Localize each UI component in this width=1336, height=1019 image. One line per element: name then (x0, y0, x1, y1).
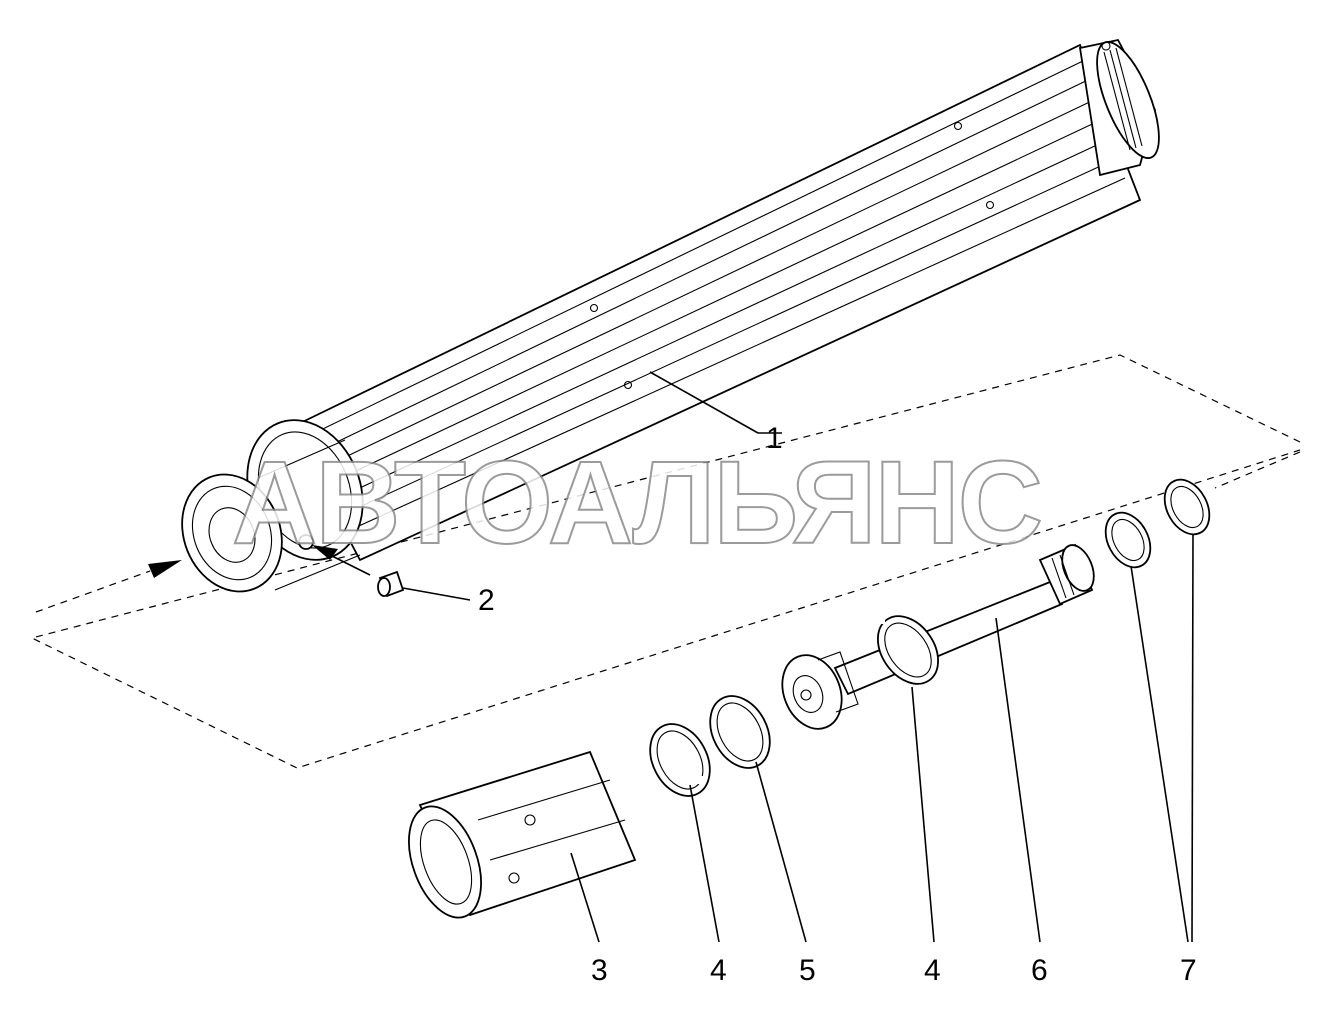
retaining-ring-part-4a (649, 723, 711, 797)
insertion-arrow (35, 560, 182, 613)
splined-shaft-part-1 (181, 38, 1160, 593)
assembly-boundary (30, 354, 1301, 769)
o-rings-part-7 (1104, 478, 1211, 569)
piston-rod-part-6 (781, 543, 1095, 730)
plug-part-2 (312, 545, 405, 598)
label-4a: 4 (710, 954, 727, 987)
label-3: 3 (591, 954, 608, 987)
sleeve-part-3 (408, 750, 637, 919)
watermark-text: АВТОАЛЬЯНС (232, 437, 1041, 569)
label-7: 7 (1180, 954, 1197, 987)
label-6: 6 (1031, 954, 1048, 987)
label-1: 1 (766, 422, 783, 455)
leader-lines (402, 371, 1194, 943)
seal-ring-part-5 (709, 695, 771, 769)
label-4b: 4 (924, 954, 941, 987)
callout-labels: 1 2 3 4 5 4 6 7 (478, 422, 1197, 987)
label-2: 2 (478, 584, 495, 617)
retaining-ring-part-4b (876, 615, 939, 685)
label-5: 5 (799, 954, 816, 987)
